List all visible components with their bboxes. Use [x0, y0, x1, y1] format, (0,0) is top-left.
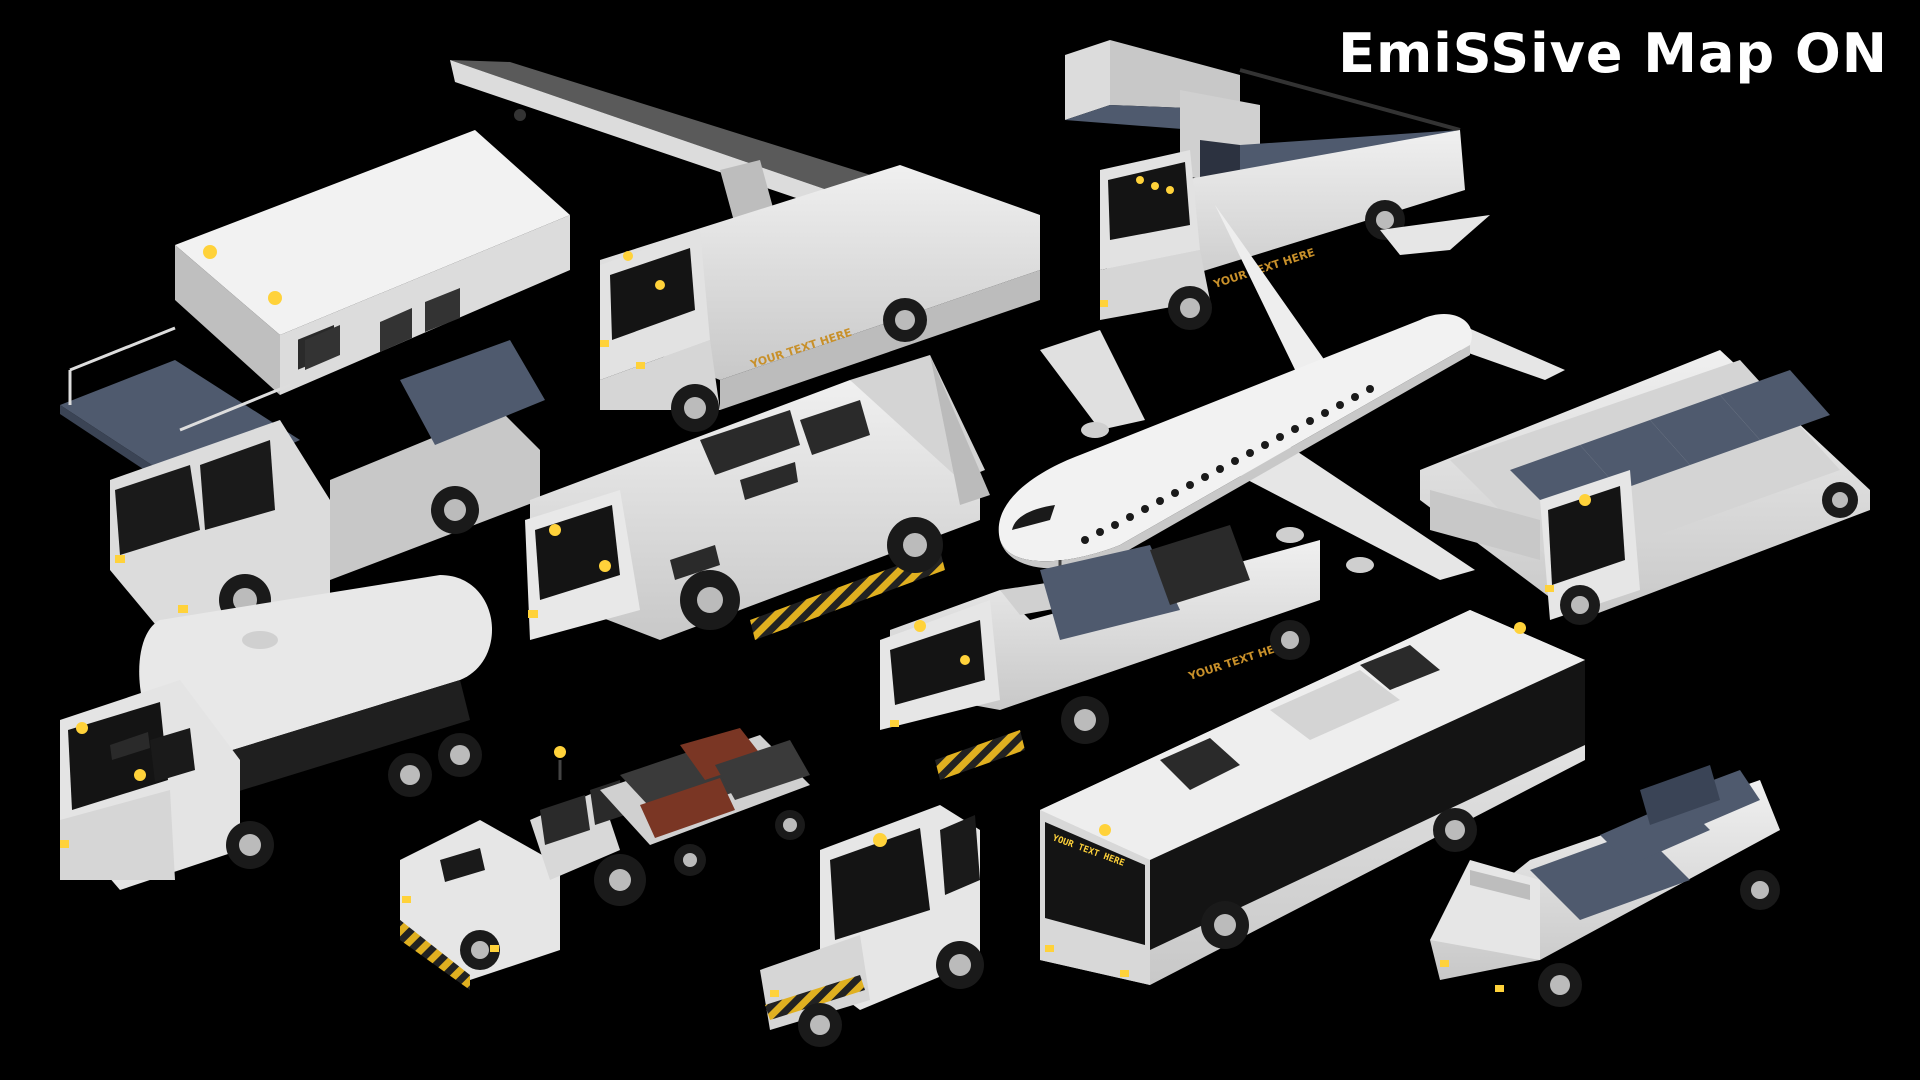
- passenger-cart: [1430, 765, 1780, 1007]
- amber-beacon-icon: [1514, 622, 1526, 634]
- airport-bus: YOUR TEXT HERE: [1040, 610, 1585, 985]
- amber-beacon-icon: [1579, 494, 1591, 506]
- amber-beacon-icon: [914, 620, 926, 632]
- amber-beacon-icon: [599, 560, 611, 572]
- baggage-tractor-with-cart: [400, 728, 810, 990]
- emissive-map-headline: EmiSSive Map ON: [1338, 22, 1888, 85]
- cargo-loader: [1420, 350, 1870, 625]
- amber-beacon-icon: [203, 245, 217, 259]
- small-tug: [760, 805, 984, 1047]
- fuel-tanker: [60, 575, 493, 890]
- amber-beacon-icon: [554, 746, 566, 758]
- amber-beacon-icon: [1136, 176, 1144, 184]
- aircraft-tug: [525, 355, 990, 640]
- amber-beacon-icon: [549, 524, 561, 536]
- amber-beacon-icon: [268, 291, 282, 305]
- airliner: [998, 205, 1565, 585]
- amber-beacon-icon: [134, 769, 146, 781]
- amber-beacon-icon: [623, 251, 633, 261]
- catering-truck: [60, 130, 570, 630]
- amber-beacon-icon: [655, 280, 665, 290]
- tow-tractor: YOUR TEXT HERE: [880, 525, 1320, 780]
- belt-loader: YOUR TEXT HERE: [450, 60, 1040, 432]
- amber-beacon-icon: [1099, 824, 1111, 836]
- amber-beacon-icon: [873, 833, 887, 847]
- amber-beacon-icon: [76, 722, 88, 734]
